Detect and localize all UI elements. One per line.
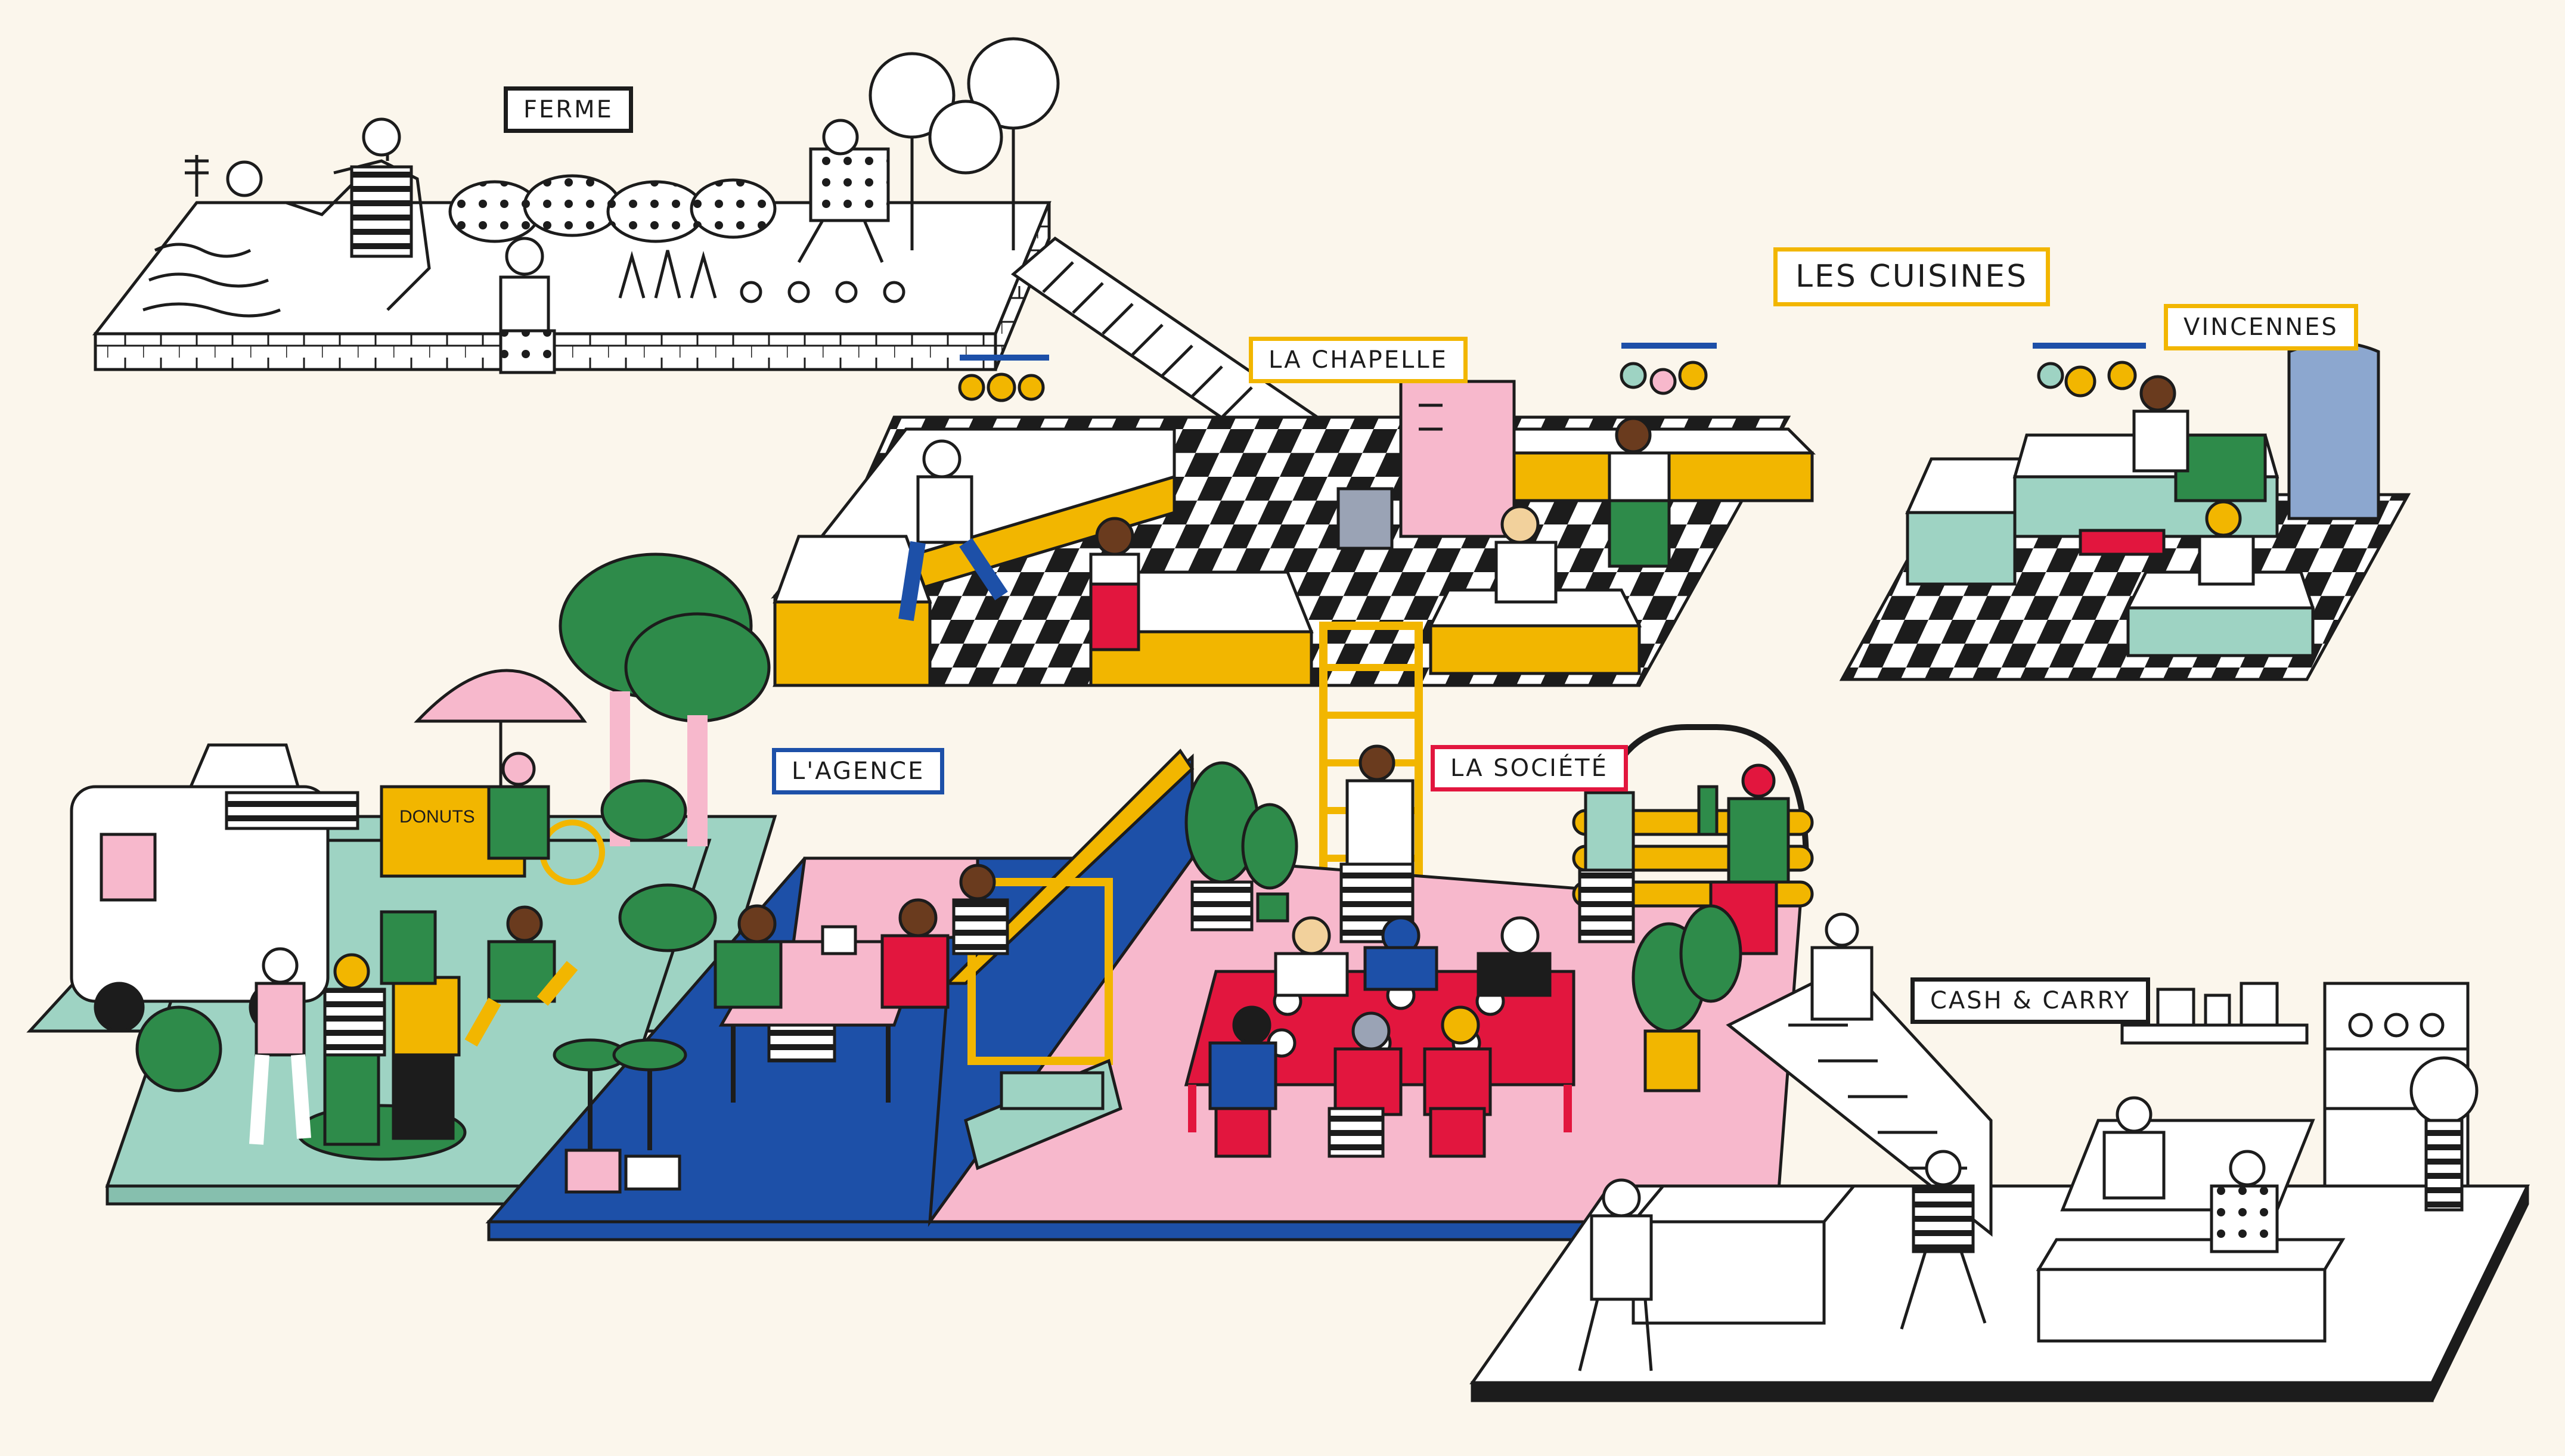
farm-area [92, 37, 1320, 461]
donuts-sign: DONUTS [399, 807, 475, 827]
label-la-societe: LA SOCIÉTÉ [1431, 745, 1628, 791]
garden-area: DONUTS [26, 552, 777, 1206]
agence-societe-floor [485, 724, 1814, 1241]
label-la-chapelle: LA CHAPELLE [1249, 337, 1468, 383]
label-les-cuisines: LES CUISINES [1773, 247, 2051, 307]
cash-carry-area [1469, 912, 2530, 1402]
label-vincennes: VINCENNES [2164, 304, 2358, 350]
label-cash-carry: CASH & CARRY [1910, 977, 2151, 1024]
label-ferme: FERME [504, 86, 633, 133]
vincennes-kitchen [1839, 341, 2411, 681]
chapelle-kitchen [771, 343, 1816, 687]
label-agence: L'AGENCE [772, 748, 945, 794]
